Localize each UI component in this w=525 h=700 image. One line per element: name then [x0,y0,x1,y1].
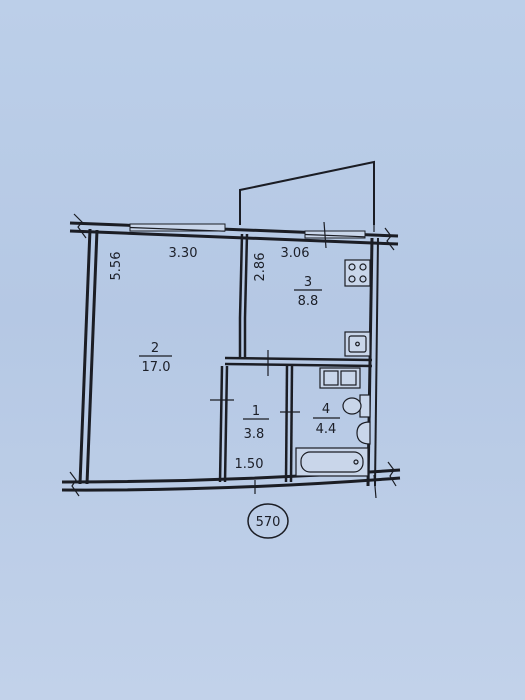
dimension-room2-width: 3.30 [169,246,198,261]
right-wall [366,237,379,487]
left-exterior-wall [78,228,99,485]
stove-icon [344,259,371,287]
room-area: 4.4 [316,422,337,437]
apartment-number: 570 [256,515,281,530]
washing-machine-icon [319,367,361,389]
toilet-icon [342,394,371,418]
room-label-1: 1 3.8 [243,404,269,442]
room-number: 4 [322,402,330,417]
bathtub-icon [295,447,369,477]
top-exterior-wall [69,213,399,251]
dimension-hall-width: 1.50 [235,457,264,472]
dimension-room3-depth: 2.86 [253,253,268,282]
room-area: 8.8 [298,294,319,309]
room-number: 1 [252,404,260,419]
dimension-room3-width: 3.06 [281,246,310,261]
room-area: 3.8 [244,427,265,442]
kitchen-sink-icon [344,331,371,357]
apartment-number-badge: 570 [247,503,289,539]
room-label-4: 4 4.4 [313,402,340,437]
room-label-3: 3 8.8 [294,275,322,309]
room-area: 17.0 [142,360,171,375]
dimension-room2-depth: 5.56 [109,252,124,281]
room-number: 3 [304,275,312,290]
washbasin-icon [356,421,371,445]
room-number: 2 [151,341,159,356]
balcony [239,160,375,232]
interior-walls [210,221,373,494]
room-label-2: 2 17.0 [139,341,172,375]
